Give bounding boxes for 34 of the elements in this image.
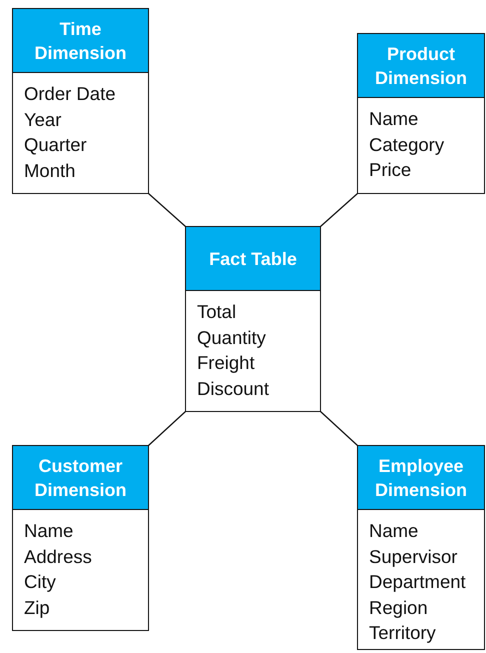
connector-line [148,411,186,446]
field-name: Department [369,570,466,594]
table-title: Time Dimension [33,18,128,64]
field-name: City [24,570,56,594]
field-name: Zip [24,596,50,620]
table-title: Fact Table [209,248,297,270]
connector-line [148,193,186,227]
table-box [12,445,149,631]
field-name: Freight [197,351,255,375]
connector-line [320,411,358,446]
field-name: Order Date [24,82,116,106]
field-name: Month [24,158,76,182]
field-name: Name [369,107,418,131]
field-name: Territory [369,621,436,645]
field-name: Price [369,158,412,182]
table-box [12,8,149,194]
field-name: Quarter [24,133,87,157]
field-name: Discount [197,376,269,400]
field-name: Quantity [197,326,266,350]
table-box [185,226,321,412]
field-name: Name [24,519,74,543]
field-name: Category [369,132,444,157]
connector-line [320,193,358,227]
table-box [357,445,485,650]
field-name: Year [24,108,62,132]
field-name: Supervisor [369,544,458,569]
table-title: Customer Dimension [33,454,128,502]
table-box [357,33,485,194]
field-name: Name [369,519,418,543]
field-name: Address [24,544,92,568]
table-title: Product Dimension [374,42,468,90]
field-name: Region [369,596,428,620]
field-name: Total [197,300,236,324]
table-title: Employee Dimension [374,454,468,502]
